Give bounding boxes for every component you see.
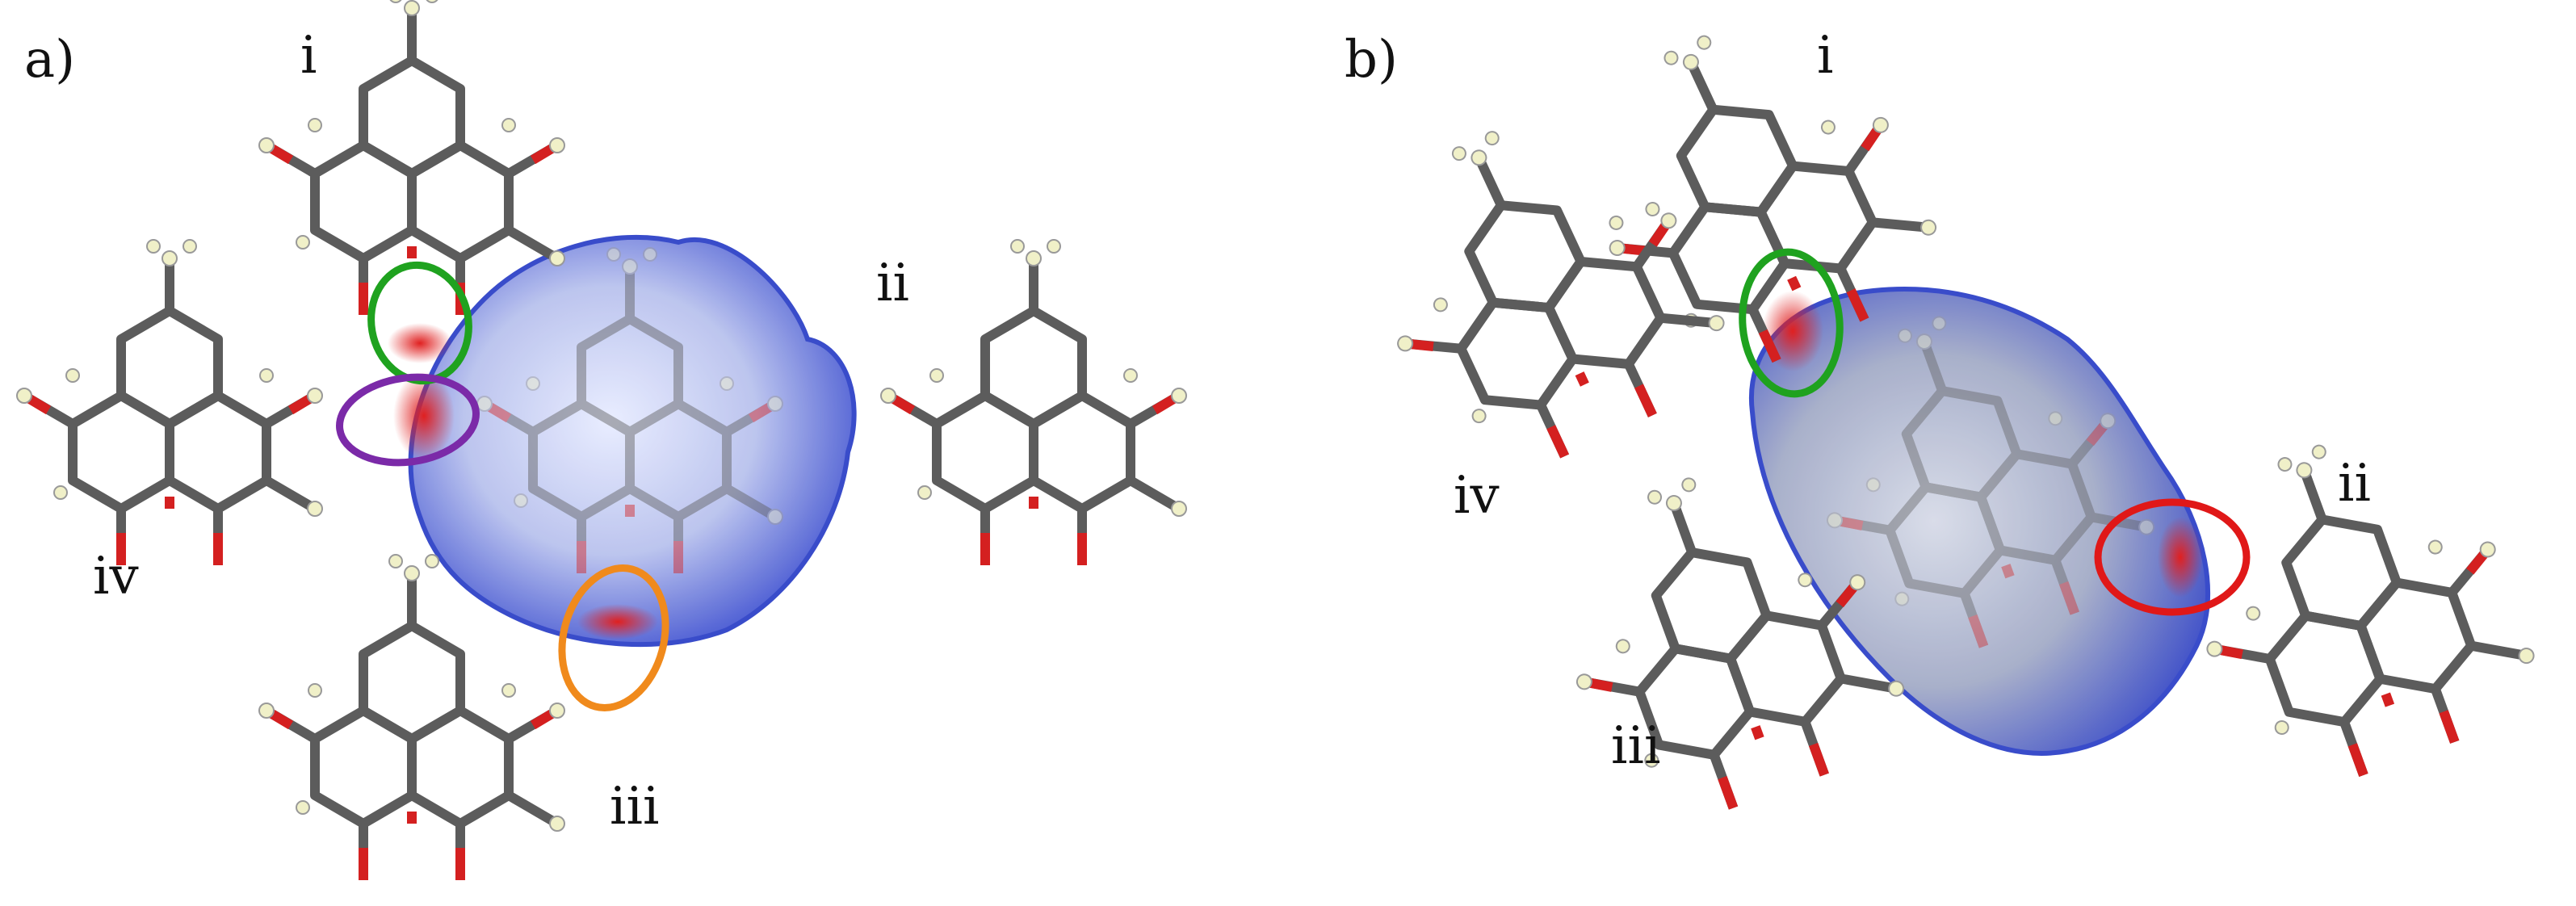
molecule-ii-a: [881, 240, 1186, 565]
hirshfeld-surface-b: [1748, 287, 2211, 756]
molecule-label-ii-b: ii: [2338, 454, 2371, 514]
molecule-label-iii-a: iii: [610, 777, 659, 837]
contact-spot: [577, 604, 658, 640]
panel-b-label: b): [1345, 30, 1398, 90]
panel-b: b) i ii iii iv: [1332, 0, 2553, 844]
highlight-orange-a: [558, 564, 669, 712]
molecule-label-i-a: i: [300, 26, 317, 86]
highlight-green-b: [1739, 248, 1844, 398]
molecule-label-iii-b: iii: [1611, 716, 1660, 776]
molecule-label-ii-a: ii: [876, 254, 909, 313]
molecule-label-iv-a: iv: [93, 547, 139, 606]
panel-a: a) i ii iii iv: [17, 0, 1186, 880]
molecule-label-iv-b: iv: [1454, 466, 1500, 526]
molecule-label-i-b: i: [1817, 26, 1833, 86]
contact-spot: [2158, 517, 2203, 598]
panel-a-label: a): [24, 30, 75, 90]
molecule-iv-a: [17, 240, 322, 565]
contact-spot: [393, 371, 455, 460]
highlight-purple-a: [336, 373, 480, 467]
highlight-red-b: [2094, 498, 2251, 616]
contact-spot: [388, 323, 452, 363]
